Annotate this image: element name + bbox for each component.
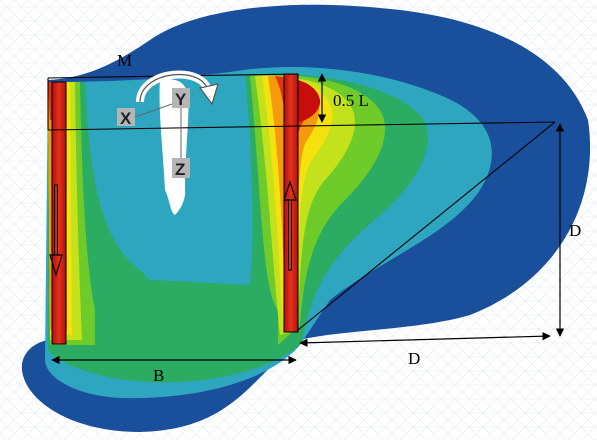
right-pile-up-arrow [283, 180, 297, 271]
vertical-d-label: D [569, 221, 581, 240]
axis-x-label: X [120, 109, 132, 128]
axis-x-line [134, 103, 173, 118]
left-pile [51, 81, 67, 345]
axis-y-label: Y [175, 90, 187, 109]
axis-z-icon: Z [172, 158, 190, 179]
axis-x-icon: X [117, 108, 135, 128]
moment-arrow [136, 70, 219, 106]
depth-dimension-label: 0.5 L [333, 91, 369, 110]
axis-y-icon: Y [172, 88, 190, 109]
horizontal-d-label: D [408, 349, 420, 368]
moment-label: M [117, 51, 132, 70]
b-dimension-label: B [153, 366, 164, 385]
left-pile-down-arrow [49, 184, 63, 278]
influence-wedge-line [297, 121, 556, 331]
horizontal-d-dimension-line [299, 332, 551, 347]
axis-z-label: Z [175, 160, 185, 179]
